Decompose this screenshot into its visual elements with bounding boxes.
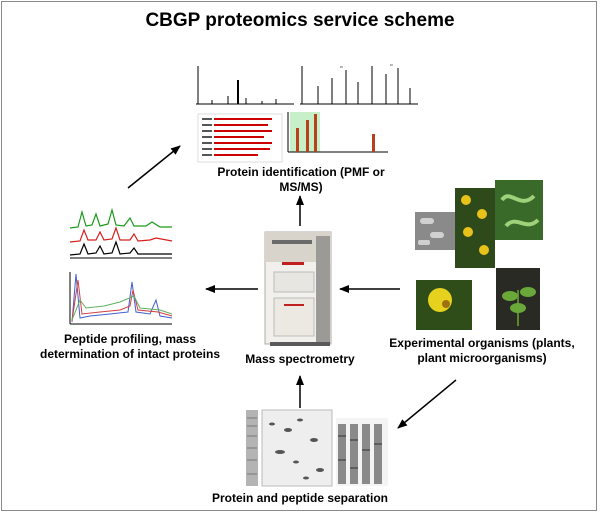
gel-separation-image <box>246 409 388 487</box>
peptide-profiling-image <box>66 206 174 328</box>
mass-spectrometry-label: Mass spectrometry <box>245 352 355 366</box>
arrow-to-protein-identification <box>127 145 181 189</box>
protein-identification-label: Protein identification (PMF or MS/MS) <box>217 165 385 194</box>
protein-identification-image: •• •• <box>195 62 418 163</box>
svg-text:••: •• <box>390 62 393 67</box>
experimental-organisms-label: Experimental organisms (plants, plant mi… <box>389 336 575 365</box>
arrow-organisms-to-separation <box>397 379 457 429</box>
experimental-organisms-image <box>415 180 543 330</box>
protein-separation-label: Protein and peptide separation <box>211 491 389 505</box>
diagram-title: CBGP proteomics service scheme <box>145 10 455 31</box>
mass-spectrometer-image <box>264 231 332 346</box>
peptide-profiling-label: Peptide profiling, mass determination of… <box>39 332 220 361</box>
svg-text:••: •• <box>340 64 343 69</box>
